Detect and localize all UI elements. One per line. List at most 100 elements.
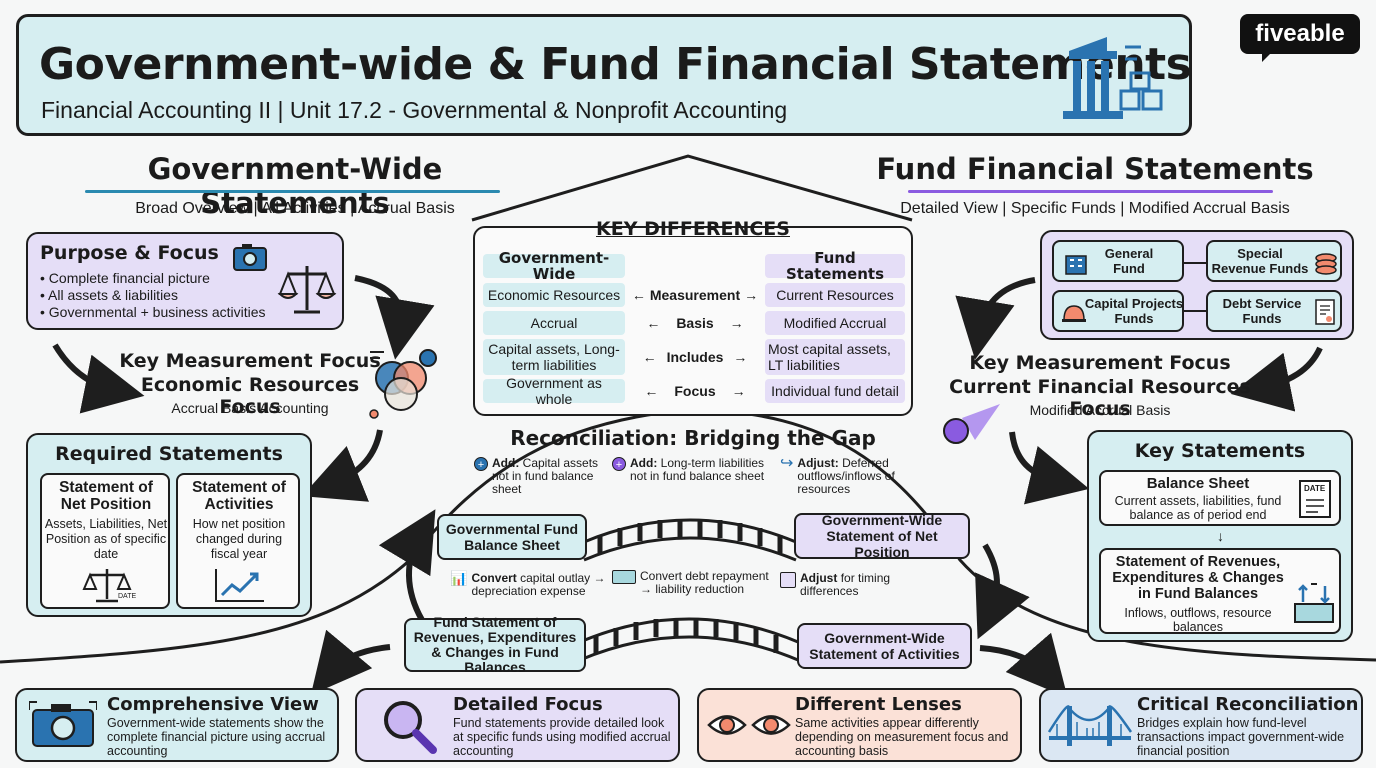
different-lenses-desc: Same activities appear differently depen… [795, 716, 1009, 758]
balance-sheet-title: Balance Sheet [1146, 475, 1250, 492]
fund-statements-underline [908, 190, 1273, 193]
critical-reconciliation-title: Critical Reconciliation [1137, 694, 1359, 715]
calendar-icon [780, 572, 796, 588]
purpose-focus-card: Purpose & Focus Complete financial pictu… [26, 232, 344, 330]
government-wide-tagline: Broad Overview | All Activities | Accrua… [135, 200, 455, 217]
comprehensive-view-card: Comprehensive View Government-wide state… [15, 688, 339, 762]
funds-connector [1182, 262, 1208, 264]
revenues-statement-desc: Inflows, outflows, resource balances [1124, 606, 1272, 634]
kd-row-mid: ←Focus→ [644, 383, 746, 399]
key-differences-title: KEY DIFFERENCES [596, 218, 790, 240]
money-icon [612, 570, 636, 584]
logo-text: fiveable [1255, 20, 1345, 47]
kd-row-right: Most capital assets, LT liabilities [765, 339, 905, 375]
different-lenses-card: Different Lenses Same activities appear … [697, 688, 1022, 762]
statement-activities-desc: How net position changed during fiscal y… [192, 517, 286, 561]
page-subtitle: Financial Accounting II | Unit 17.2 - Go… [41, 97, 788, 123]
plus-icon: + [474, 457, 488, 471]
building-icon [1065, 255, 1087, 275]
debt-service-funds: Debt Service Funds [1206, 290, 1342, 332]
eyes-icon [707, 715, 791, 735]
kd-row-mid: ←Basis→ [646, 315, 744, 331]
gw-statement-net-position: Government-Wide Statement of Net Positio… [794, 512, 970, 560]
magnifier-icon [384, 701, 437, 754]
general-fund: General Fund [1052, 240, 1184, 282]
statement-activities-card: Statement of Activities How net position… [176, 473, 300, 609]
purpose-bullets: Complete financial picture All assets & … [40, 270, 266, 321]
kd-row-left: Economic Resources [483, 283, 625, 307]
right-measurement-focus: Current Financial Resources Focus [949, 376, 1251, 420]
scales-date-icon [82, 569, 132, 603]
required-statements-card: Required Statements Statement of Net Pos… [26, 433, 312, 617]
statements-connector: ↓ [1217, 528, 1224, 544]
recon-note: ↪ Adjust: Deferred outflows/inflows of r… [780, 455, 895, 496]
revenues-statement-title: Statement of Revenues, Expenditures & Ch… [1112, 554, 1284, 602]
right-measurement-basis: Modified Accrual Basis [1029, 402, 1171, 418]
fiveable-logo[interactable]: fiveable [1240, 14, 1360, 54]
purpose-focus-title: Purpose & Focus [40, 242, 219, 264]
document-icon [1315, 299, 1335, 325]
kd-row-left: Capital assets, Long-term liabilities [483, 339, 625, 375]
special-revenue-funds: Special Revenue Funds [1206, 240, 1342, 282]
calendar-document-icon [1299, 480, 1331, 518]
bridge-bottom [579, 617, 799, 662]
kd-row-left: Accrual [483, 311, 625, 335]
capital-projects-funds: Capital Projects Funds [1052, 290, 1184, 332]
hard-hat-icon [1062, 305, 1086, 322]
detailed-focus-title: Detailed Focus [453, 694, 603, 715]
coins-icon [1315, 253, 1337, 275]
balance-sheet-card: Balance Sheet Current assets, liabilitie… [1099, 470, 1341, 526]
detailed-focus-card: Detailed Focus Fund statements provide d… [355, 688, 680, 762]
funds-connector [1182, 310, 1208, 312]
comprehensive-view-title: Comprehensive View [107, 694, 319, 715]
revenues-statement-card: Statement of Revenues, Expenditures & Ch… [1099, 548, 1341, 634]
purpose-bullet: All assets & liabilities [40, 287, 266, 304]
funds-card: General Fund Special Revenue Funds Capit… [1040, 230, 1354, 340]
recon-note: + Add: Long-term liabilities not in fund… [612, 457, 772, 483]
right-measurement-title: Key Measurement Focus [969, 352, 1231, 374]
kd-header-right: Fund Statements [765, 250, 905, 282]
bar-chart-icon: 📊 [450, 570, 468, 586]
purpose-bullet: Governmental + business activities [40, 304, 266, 321]
gw-statement-activities: Government-Wide Statement of Activities [797, 623, 972, 669]
fund-statements-tagline: Detailed View | Specific Funds | Modifie… [900, 200, 1290, 217]
logo-tail [1262, 52, 1272, 62]
recon-note: 📊 Convert capital outlay → depreciation … [450, 570, 606, 598]
fund-statements-heading: Fund Financial Statements [876, 152, 1314, 186]
kd-row-mid: ←Includes→ [642, 349, 748, 365]
bridge-top [583, 518, 797, 562]
statement-net-position-card: Statement of Net Position Assets, Liabil… [40, 473, 170, 609]
kd-row-mid: ←Measurement→ [631, 287, 759, 303]
recon-note: Adjust for timing differences [780, 572, 910, 598]
left-measurement-title: Key Measurement Focus [119, 350, 381, 372]
statement-activities-title: Statement of Activities [192, 479, 286, 513]
kd-row-left: Government as whole [483, 375, 625, 407]
camera-icon [29, 701, 97, 747]
fund-statement-revenues: Fund Statement of Revenues, Expenditures… [404, 615, 586, 675]
flow-tray-icon [1294, 583, 1334, 623]
comprehensive-view-desc: Government-wide statements show the comp… [107, 716, 326, 758]
scales-icon [277, 266, 337, 314]
recon-note: Convert debt repayment → liability reduc… [612, 570, 777, 596]
kd-row-right: Individual fund detail [765, 379, 905, 403]
detailed-focus-desc: Fund statements provide detailed look at… [453, 716, 671, 758]
government-wide-underline [85, 190, 500, 193]
scales-date-label: DATE [118, 593, 137, 600]
header-banner: Government-wide & Fund Financial Stateme… [16, 14, 1192, 136]
venn-diagram-icon [369, 349, 437, 419]
balance-sheet-desc: Current assets, liabilities, fund balanc… [1114, 494, 1282, 522]
calendar-date-label: DATE [1304, 484, 1326, 493]
governmental-fund-balance-sheet: Governmental Fund Balance Sheet [437, 514, 587, 560]
key-statements-card: Key Statements Balance Sheet Current ass… [1087, 430, 1353, 642]
trend-chart-icon [215, 569, 264, 602]
government-building-icon [1063, 37, 1163, 119]
statement-net-position-desc: Assets, Liabilities, Net Position as of … [44, 517, 168, 561]
kd-row-right: Modified Accrual [765, 311, 905, 335]
recon-note: + Add: Capital assets not in fund balanc… [474, 457, 604, 496]
adjust-arrow-icon: ↪ [780, 455, 794, 472]
key-statements-title: Key Statements [1134, 440, 1306, 462]
plus-icon: + [612, 457, 626, 471]
kd-row-right: Current Resources [765, 283, 905, 307]
required-statements-title: Required Statements [55, 443, 283, 465]
